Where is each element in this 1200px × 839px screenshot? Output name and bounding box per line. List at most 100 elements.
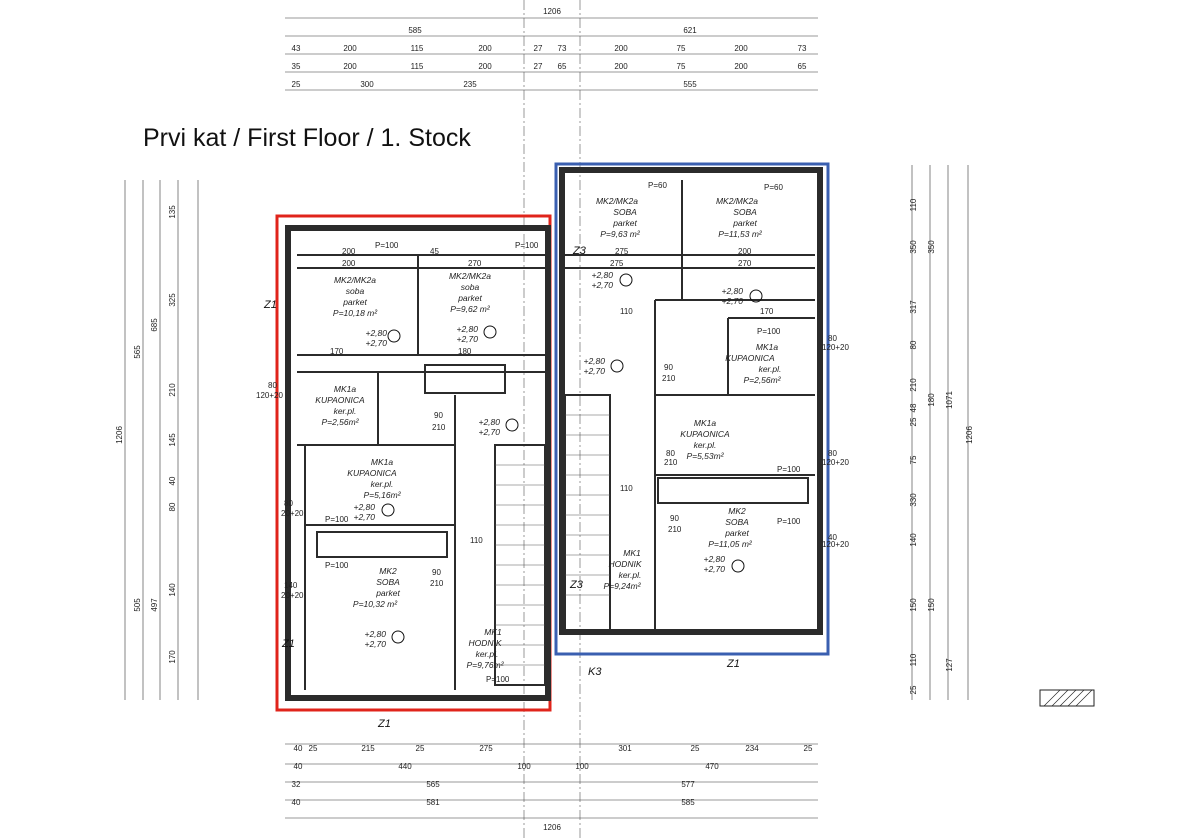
left-room-6: MK1 HODNIK ker.pl. P=9,76m² (466, 627, 504, 670)
dim-top-r3-9: 65 (798, 62, 807, 71)
room-floor: parket (457, 293, 482, 303)
dim-top-r3-3: 200 (478, 62, 492, 71)
room-type: soba (461, 282, 480, 292)
misc-110-3: 110 (470, 536, 483, 545)
misc-270-1: 270 (738, 259, 752, 268)
level-mark-3: +2,80 +2,70 (478, 417, 519, 437)
dim-bot-r2-4: 470 (705, 762, 719, 771)
room-name: MK2/MK2a (334, 275, 376, 285)
dim-right-c1-11: 110 (909, 653, 918, 666)
dim-top-r2-5: 73 (558, 44, 567, 53)
misc-80-5: 80 (828, 449, 837, 458)
room-area: P=5,53m² (686, 451, 724, 461)
misc-120-20-right-1: 120+20 (822, 343, 849, 352)
misc-p100-8: P=100 (757, 327, 781, 336)
left-room-1: MK2/MK2a soba parket P=10,18 m² (333, 275, 378, 318)
misc-90-4: 90 (664, 363, 673, 372)
dim-top-r2-6: 200 (614, 44, 628, 53)
left-room-4: MK1a KUPAONICA ker.pl. P=5,16m² (347, 457, 401, 500)
misc-45: 45 (430, 247, 439, 256)
dim-right-c2-1: 180 (927, 393, 936, 407)
dim-right-c1-0: 110 (909, 198, 918, 211)
misc-210-1: 210 (432, 423, 446, 432)
level-lower: +2,70 (478, 427, 500, 437)
dim-bot-r1-0: 40 (294, 744, 303, 753)
room-type: SOBA (376, 577, 400, 587)
dim-bot-r1-2: 215 (361, 744, 375, 753)
dim-top-r3-4: 27 (534, 62, 543, 71)
misc-p100-7: P=100 (777, 517, 801, 526)
left-room-2: MK2/MK2a soba parket P=9,62 m² (449, 271, 491, 314)
room-area: P=9,63 m² (600, 229, 641, 239)
level-upper: +2,80 (365, 328, 387, 338)
dim-bot-r2-0: 40 (294, 762, 303, 771)
misc-270-2: 270 (468, 259, 482, 268)
dim-bot-r3-2: 577 (681, 780, 695, 789)
level-upper: +2,80 (478, 417, 500, 427)
section-z3-bottom: Z3 (569, 579, 584, 591)
right-room-1: MK2/MK2a SOBA parket P=9,63 m² (596, 196, 641, 239)
dim-top-r3-8: 200 (734, 62, 748, 71)
room-area: P=11,53 m² (718, 229, 763, 239)
right-room-3: MK1a KUPAONICA ker.pl. P=2,56m² (725, 342, 781, 385)
right-room-4: MK1a KUPAONICA ker.pl. P=5,53m² (680, 418, 730, 461)
level-lower: +2,70 (456, 334, 478, 344)
misc-80-3: 80 (284, 499, 293, 508)
misc-p100-3: P=100 (325, 561, 349, 570)
room-floor: ker.pl. (759, 364, 782, 374)
level-mark-5: +2,80 +2,70 (364, 629, 405, 649)
dim-top-r3-2: 115 (411, 62, 424, 71)
misc-120-20-right-2: 120+20 (822, 458, 849, 467)
dim-bot-r1-6: 25 (691, 744, 700, 753)
level-mark-1: +2,80 +2,70 (365, 328, 401, 348)
dim-right-c1-12: 25 (909, 685, 918, 694)
misc-p100-1: P=100 (375, 241, 399, 250)
room-type: KUPAONICA (680, 429, 730, 439)
dim-top-r2-1: 200 (343, 44, 357, 53)
right-unit (554, 162, 830, 656)
room-area: P=2,56m² (321, 417, 359, 427)
room-floor: ker.pl. (694, 440, 717, 450)
room-floor: parket (612, 218, 637, 228)
dim-bot-r1-4: 275 (479, 744, 493, 753)
dim-top-overall: 1206 (543, 7, 561, 16)
dim-bot-r3-1: 565 (426, 780, 440, 789)
level-symbol-icon (731, 559, 745, 573)
left-unit-outline (275, 214, 552, 712)
dim-left-c2-1: 505 (133, 598, 142, 612)
room-name: MK1 (484, 627, 502, 637)
misc-80-4: 80 (828, 334, 837, 343)
dim-bot-r2-3: 100 (575, 762, 589, 771)
level-upper: +2,80 (353, 502, 375, 512)
dim-bot-r1-3: 25 (416, 744, 425, 753)
section-z3-top: Z3 (572, 245, 587, 257)
section-z1-left: Z1 (263, 299, 277, 311)
section-k3: K3 (588, 666, 602, 678)
dim-right-c1-6: 25 (909, 417, 918, 426)
level-upper: +2,80 (591, 270, 613, 280)
right-unit-walls (559, 167, 823, 635)
room-floor: parket (724, 528, 749, 538)
misc-p100-5: P=100 (486, 675, 510, 684)
level-symbol-icon (391, 630, 405, 644)
level-upper: +2,80 (721, 286, 743, 296)
left-room-5: MK2 SOBA parket P=10,32 m² (353, 566, 401, 609)
level-mark-9: +2,80 +2,70 (703, 554, 745, 574)
dim-left-c4-2: 210 (168, 383, 177, 397)
misc-p100-6: P=100 (777, 465, 801, 474)
section-z1-bottom: Z1 (377, 718, 391, 730)
dimension-lines (124, 17, 969, 819)
misc-110-1: 110 (620, 307, 633, 316)
dim-left-c4-1: 325 (168, 293, 177, 307)
dim-top-r3-1: 200 (343, 62, 357, 71)
misc-p60-2: P=60 (764, 183, 783, 192)
dim-left-c4-7: 170 (168, 650, 177, 664)
dim-bot-r2-1: 440 (398, 762, 412, 771)
misc-20-20-left-1: 20+20 (281, 509, 304, 518)
dim-right-c1-4: 210 (909, 378, 918, 392)
dim-right-c1-1: 350 (909, 240, 918, 254)
dim-right-c2-4: 127 (945, 658, 954, 672)
misc-80-1: 80 (666, 449, 675, 458)
misc-180-1: 180 (458, 347, 472, 356)
room-name: MK2/MK2a (716, 196, 758, 206)
